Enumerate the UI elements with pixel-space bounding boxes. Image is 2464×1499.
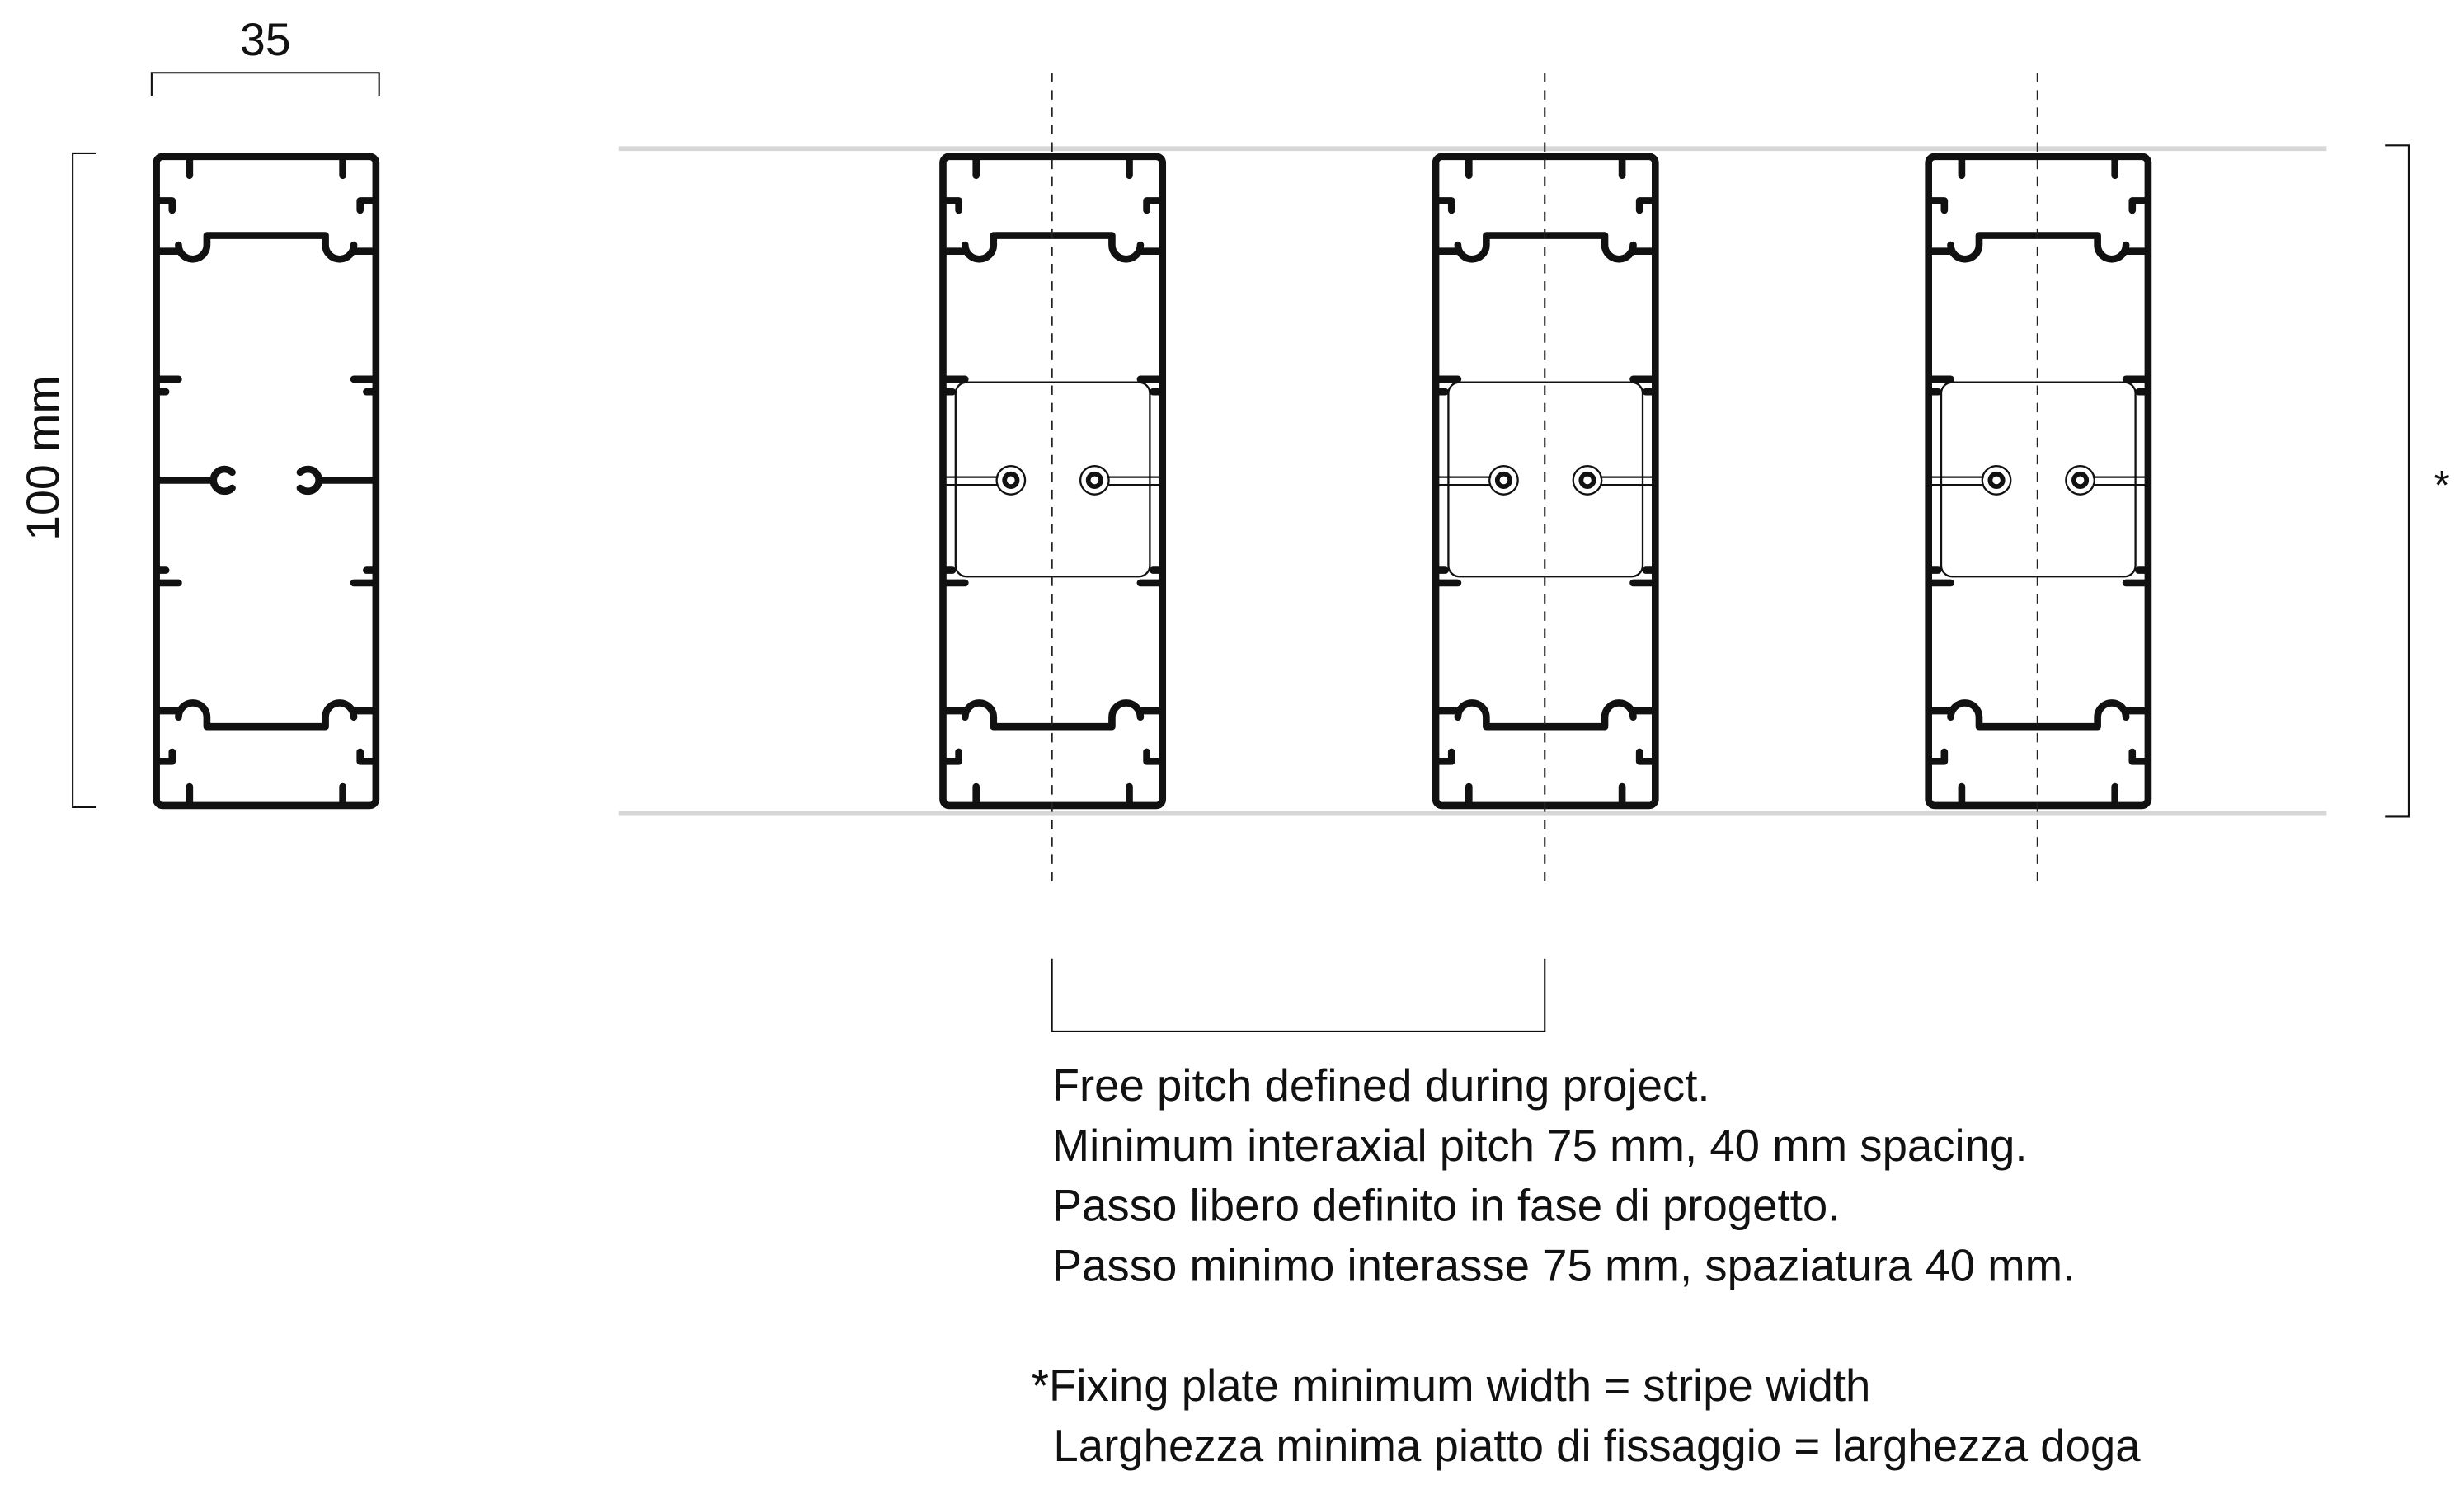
- fixing-note-line-2: Larghezza minima piatto di fissaggio = l…: [1041, 1421, 2141, 1471]
- plate-width-asterisk: *: [2433, 462, 2449, 508]
- profile-section: [157, 157, 376, 806]
- height-dimension-bracket: [72, 152, 96, 808]
- pitch-note-line-2: Minimum interaxial pitch 75 mm, 40 mm sp…: [1052, 1121, 2028, 1171]
- pitch-note-line-1: Free pitch defined during project.: [1052, 1060, 1710, 1111]
- width-dimension-bracket: [150, 72, 380, 96]
- pitch-note-line-4: Passo minimo interasse 75 mm, spaziatura…: [1052, 1241, 2076, 1291]
- height-dimension-label: 100 mm: [17, 375, 68, 541]
- plate-width-bracket: [2385, 144, 2410, 818]
- fixing-note-line-1: *Fixing plate minimum width = stripe wid…: [1032, 1360, 1871, 1411]
- width-dimension-label: 35: [240, 14, 291, 65]
- pitch-note-line-3: Passo libero definito in fase di progett…: [1052, 1181, 1841, 1231]
- pitch-bracket: [1051, 958, 1546, 1032]
